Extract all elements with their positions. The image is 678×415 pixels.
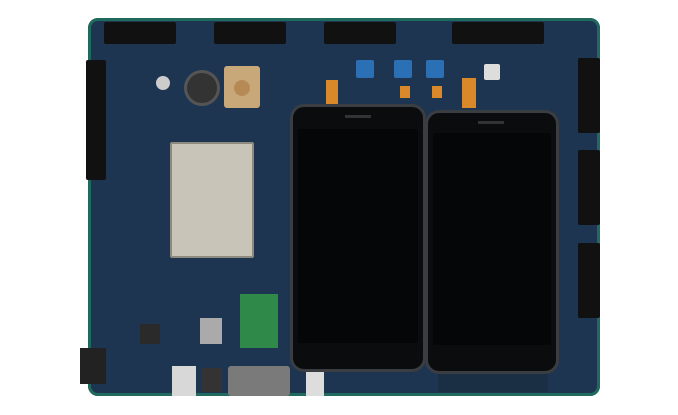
smartphone-right [425,110,559,374]
tactile-buttons [438,374,548,392]
camera-module [484,64,500,80]
round-speaker [184,70,220,106]
camera-flex-cable-4 [432,86,442,98]
top-connector-3 [324,22,396,44]
top-connector-1 [104,22,176,44]
usb-port [172,366,196,396]
camera-connector-2 [394,60,412,78]
power-jack [80,348,106,384]
camera-flex-cable-2 [462,78,476,108]
top-connector-4 [452,22,544,44]
right-side-connector-3 [578,243,600,318]
green-module [240,294,278,348]
left-side-connector [86,60,106,180]
right-side-connector-2 [578,150,600,225]
camera-connector-3 [426,60,444,78]
top-connector-2 [214,22,286,44]
camera-flex-cable-1 [326,80,338,106]
coin-cell [156,76,170,90]
right-side-connector-1 [578,58,600,133]
audio-jack [202,368,222,392]
switch [200,318,222,344]
smartphone-left [290,104,426,372]
serial-port [228,366,290,396]
phone-screen [433,133,551,345]
camera-flex-cable-3 [400,86,410,98]
camera-connector-1 [356,60,374,78]
usb-port-2 [306,372,324,396]
lte-module-shield [170,142,254,258]
earpiece [345,115,371,118]
earpiece [478,121,504,124]
phone-screen [298,129,418,343]
gps-antenna [224,66,260,108]
inductor [140,324,160,344]
